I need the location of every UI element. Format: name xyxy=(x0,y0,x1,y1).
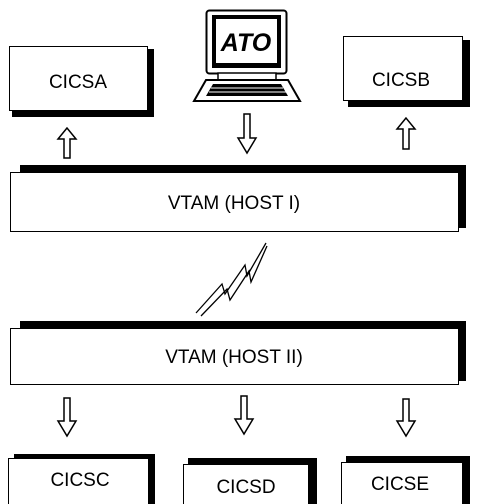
lightning-link-icon xyxy=(195,242,268,317)
hollow-arrow-icon xyxy=(233,395,255,436)
cicse-box: CICSE xyxy=(341,456,470,504)
hollow-arrow-icon xyxy=(395,116,417,150)
cicsd-label: CICSD xyxy=(216,477,275,498)
cicsb-box: CICSB xyxy=(343,36,470,107)
host-two-label: VTAM (HOST II) xyxy=(165,347,303,368)
host-one-box: VTAM (HOST I) xyxy=(10,165,466,232)
host-two-box: VTAM (HOST II) xyxy=(10,321,466,385)
cicsa-box: CICSA xyxy=(9,46,154,117)
cicsc-label: CICSC xyxy=(50,470,109,491)
ato-terminal: ATO xyxy=(192,9,302,102)
ato-label: ATO xyxy=(220,29,272,57)
hollow-arrow-icon xyxy=(56,126,78,159)
hollow-arrow-icon xyxy=(236,113,258,155)
cicse-label: CICSE xyxy=(371,474,429,495)
cicsc-box: CICSC xyxy=(8,454,155,504)
cicsd-box: CICSD xyxy=(183,458,317,504)
cicsb-label: CICSB xyxy=(372,70,430,91)
hollow-arrow-icon xyxy=(56,397,78,438)
hollow-arrow-icon xyxy=(395,398,417,438)
computer-terminal-icon xyxy=(192,9,302,102)
cicsa-label: CICSA xyxy=(49,72,107,93)
host-one-label: VTAM (HOST I) xyxy=(168,193,300,214)
